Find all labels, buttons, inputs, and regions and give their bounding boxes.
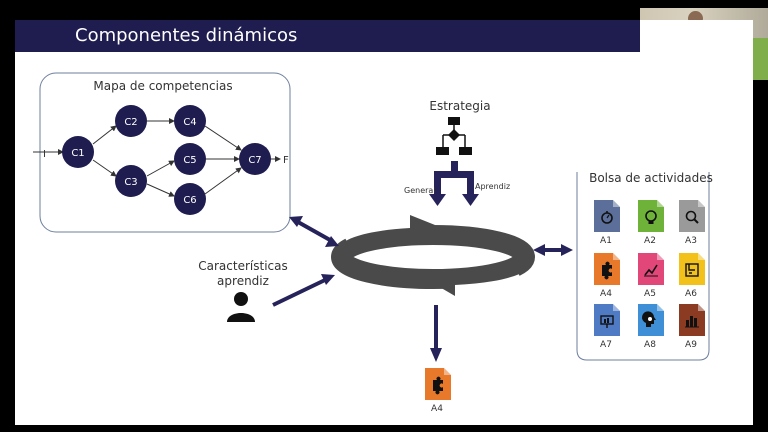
node-c3-label: C3	[124, 177, 137, 188]
learner-person-icon	[227, 292, 255, 322]
selected-activity-a4: A4	[425, 368, 451, 414]
activity-a3-doc	[679, 200, 705, 232]
activities-bag-outline	[576, 172, 710, 361]
activities-title: Bolsa de actividades	[589, 171, 713, 185]
learner-label: Características aprendiz	[198, 259, 288, 288]
activity-a6: A6	[679, 253, 705, 299]
node-c6-label: C6	[183, 195, 196, 206]
strategy-general-label: General	[404, 186, 436, 195]
activity-a8-label: A8	[644, 340, 656, 350]
activity-a3: A3	[679, 200, 705, 246]
activity-a1-label: A1	[600, 236, 612, 246]
activity-a6-label: A6	[685, 289, 697, 299]
adaptation-cycle	[331, 215, 535, 296]
puzzle-icon	[433, 376, 443, 395]
activity-a1: A1	[594, 200, 620, 246]
node-c7	[239, 143, 271, 175]
line-chart-icon	[644, 264, 658, 277]
activity-a7-label: A7	[600, 340, 612, 350]
activity-a2-label: A2	[644, 236, 656, 246]
slide-title: Componentes dinámicos	[75, 25, 298, 46]
activity-a3-label: A3	[685, 236, 697, 246]
node-c6	[174, 183, 206, 215]
node-c1	[62, 136, 94, 168]
diagram-canvas: Mapa de competencias I F C1	[33, 72, 713, 414]
node-c1-label: C1	[71, 148, 84, 159]
activity-a2-doc	[638, 200, 664, 232]
activity-a7: A7	[594, 304, 620, 350]
connector-arrows	[272, 216, 573, 362]
activity-a5-doc	[638, 253, 664, 285]
strategy-title: Estrategia	[429, 99, 490, 113]
lightbulb-icon	[645, 210, 657, 224]
presentation-icon	[600, 315, 614, 328]
activity-a4: A4	[594, 253, 620, 299]
puzzle-icon	[602, 261, 612, 280]
magnifier-icon	[685, 210, 699, 224]
node-c3	[115, 165, 147, 197]
selected-activity: A4	[425, 368, 451, 414]
competency-edges	[33, 118, 281, 197]
activity-a6-doc	[679, 253, 705, 285]
node-c2	[115, 105, 147, 137]
node-c2-label: C2	[124, 117, 137, 128]
input-label: I	[43, 149, 46, 160]
node-c7-label: C7	[248, 155, 261, 166]
node-c5-label: C5	[183, 155, 196, 166]
activity-a1-doc	[594, 200, 620, 232]
flowchart-icon	[436, 117, 472, 155]
activity-a8: A8	[638, 304, 664, 350]
activity-a9-label: A9	[685, 340, 697, 350]
output-label: F	[283, 155, 289, 166]
slide: Componentes dinámicos Mapa de competenci…	[15, 20, 753, 425]
activity-a9: A9	[679, 304, 705, 350]
competency-map-title: Mapa de competencias	[93, 79, 232, 93]
node-c4	[174, 105, 206, 137]
bar-chart-icon	[685, 316, 699, 328]
selected-activity-a4-label: A4	[431, 404, 443, 414]
activity-a4-label: A4	[600, 289, 612, 299]
strategy-split-arrow	[429, 161, 479, 206]
brain-head-icon	[642, 311, 656, 327]
activity-a5-label: A5	[644, 289, 656, 299]
node-c5	[174, 143, 206, 175]
strategy-aprendiz-label: Aprendiz	[475, 182, 510, 191]
activity-a2: A2	[638, 200, 664, 246]
maze-icon	[685, 263, 699, 277]
stopwatch-icon	[601, 211, 613, 224]
node-c4-label: C4	[183, 117, 196, 128]
title-bar: Componentes dinámicos	[15, 20, 640, 52]
activity-a5: A5	[638, 253, 664, 299]
